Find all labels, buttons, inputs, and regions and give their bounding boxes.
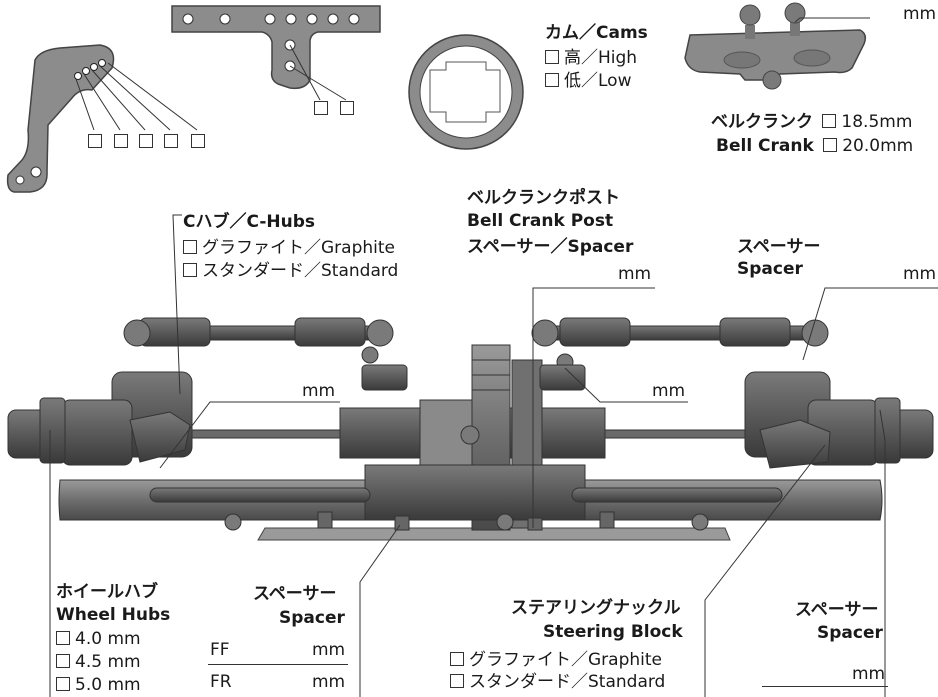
steering-block-standard-checkbox[interactable] — [450, 674, 464, 688]
bell-crank-part — [684, 2, 867, 90]
bell-crank-size-1: 18.5mm — [841, 112, 913, 132]
wheel-hub-50-checkbox[interactable] — [56, 677, 70, 691]
bell-crank-post-spacer: スペーサー／Spacer — [467, 237, 634, 257]
checkbox[interactable] — [139, 134, 153, 148]
steering-block-graphite-label: グラファイト／Graphite — [469, 650, 662, 670]
spacer-bottom-center-jp: スペーサー — [253, 584, 337, 604]
spacer-fr-unit: mm — [312, 672, 346, 692]
divider — [208, 664, 348, 665]
checkbox[interactable] — [314, 101, 328, 115]
bell-crank-post-en: Bell Crank Post — [467, 211, 614, 231]
cam-low-checkbox[interactable] — [545, 73, 559, 87]
bell-crank-top-unit: mm — [903, 4, 937, 24]
spacer-ff-unit: mm — [312, 640, 346, 660]
c-hubs-graphite-label: グラファイト／Graphite — [202, 238, 395, 258]
c-hubs-standard-label: スタンダード／Standard — [202, 261, 399, 281]
bell-crank-jp: ベルクランク — [711, 112, 813, 132]
front-axle-assembly — [7, 317, 934, 541]
center-spacer-unit: mm — [652, 381, 686, 401]
spacer-fr-label: FR — [210, 672, 232, 692]
wheel-hub-50-label: 5.0 mm — [75, 675, 141, 695]
spacer-bottom-right-unit: mm — [852, 664, 886, 684]
wheel-hub-40-label: 4.0 mm — [75, 629, 141, 649]
bell-crank-size-2: 20.0mm — [842, 136, 914, 156]
leader-lines — [49, 17, 938, 697]
bell-crank-20-checkbox[interactable] — [823, 138, 838, 152]
c-hubs-graphite-checkbox[interactable] — [183, 240, 197, 254]
spacer-bottom-right-en: Spacer — [817, 623, 883, 643]
cams-title: カム／Cams — [545, 23, 648, 43]
t-plate-part — [171, 5, 381, 90]
c-hubs-title: Cハブ／C-Hubs — [183, 212, 316, 232]
checkbox[interactable] — [164, 134, 178, 148]
divider — [762, 686, 888, 687]
wheel-hubs-jp: ホイールハブ — [56, 582, 158, 602]
spacer-bottom-center-en: Spacer — [279, 608, 345, 628]
left-spacer-unit: mm — [302, 381, 336, 401]
spacer-right-top-en: Spacer — [737, 259, 803, 279]
cam-ring-part — [408, 34, 524, 150]
checkbox[interactable] — [88, 134, 102, 148]
wheel-hub-45-label: 4.5 mm — [75, 652, 141, 672]
bell-crank-post-unit: mm — [618, 264, 652, 284]
steering-plate-part — [6, 44, 115, 193]
cam-low-label: 低／Low — [564, 71, 632, 91]
c-hubs-standard-checkbox[interactable] — [183, 263, 197, 277]
wheel-hubs-en: Wheel Hubs — [56, 605, 171, 625]
spacer-right-top-unit: mm — [903, 264, 937, 284]
checkbox[interactable] — [191, 134, 205, 148]
steering-block-en: Steering Block — [543, 622, 683, 642]
cam-high-checkbox[interactable] — [545, 50, 559, 64]
bell-crank-18-checkbox[interactable] — [822, 114, 837, 128]
checkbox[interactable] — [114, 134, 128, 148]
spacer-bottom-right-jp: スペーサー — [795, 600, 879, 620]
steering-block-standard-label: スタンダード／Standard — [469, 672, 666, 692]
spacer-ff-label: FF — [210, 640, 230, 660]
wheel-hub-45-checkbox[interactable] — [56, 654, 70, 668]
steering-block-jp: ステアリングナックル — [511, 598, 681, 618]
steering-block-graphite-checkbox[interactable] — [450, 652, 464, 666]
spacer-right-top-jp: スペーサー — [737, 237, 821, 257]
wheel-hub-40-checkbox[interactable] — [56, 631, 70, 645]
bell-crank-post-jp: ベルクランクポスト — [467, 188, 620, 208]
checkbox[interactable] — [340, 101, 354, 115]
cam-high-label: 高／High — [564, 48, 638, 68]
bell-crank-en: Bell Crank — [716, 136, 814, 156]
